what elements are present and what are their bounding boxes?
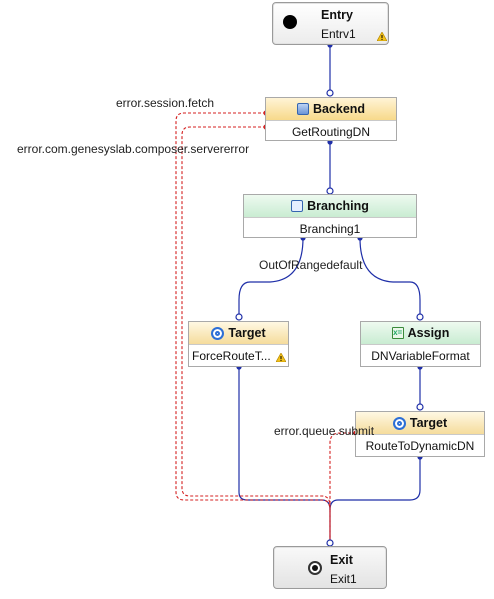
target-left-block[interactable]: Target ForceRouteT... (188, 321, 289, 367)
assign-header: x= Assign (361, 322, 480, 345)
target-right-name: RouteToDynamicDN (365, 438, 475, 453)
entry-icon (283, 15, 297, 29)
backend-icon (296, 103, 309, 115)
backend-title: Backend (312, 102, 366, 116)
branching-title: Branching (307, 199, 369, 213)
link-branching-assign (359, 237, 421, 316)
link-target-left-exit (238, 367, 331, 541)
backend-name: GetRoutingDN (291, 124, 371, 139)
target-icon (392, 416, 406, 430)
backend-block[interactable]: Backend GetRoutingDN (265, 97, 397, 141)
exit-icon (308, 561, 322, 575)
link-branching-target-left (238, 237, 304, 316)
port-in-target-right (416, 403, 424, 411)
label-error-session-fetch: error.session.fetch (116, 96, 215, 110)
target-right-header: Target (356, 412, 484, 435)
warning-icon (377, 32, 387, 41)
label-branch-outputs: OutOfRangedefault (259, 258, 363, 272)
branching-icon (291, 200, 304, 212)
error-link-session-fetch (175, 112, 331, 541)
target-right-block[interactable]: Target RouteToDynamicDN (355, 411, 485, 457)
branching-name: Branching1 (299, 221, 361, 236)
branching-header: Branching (244, 195, 416, 218)
error-link-servererror (181, 126, 331, 541)
port-in-target-left (235, 313, 243, 321)
target-right-title: Target (409, 416, 448, 430)
assign-block[interactable]: x= Assign DNVariableFormat (360, 321, 481, 367)
entry-title: Entry (321, 8, 353, 22)
backend-header: Backend (266, 98, 396, 121)
exit-name: Exit1 (330, 572, 357, 586)
branching-block[interactable]: Branching Branching1 (243, 194, 417, 238)
assign-icon: x= (391, 327, 404, 339)
port-in-assign (416, 313, 424, 321)
exit-title: Exit (330, 553, 353, 567)
assign-name: DNVariableFormat (371, 348, 470, 363)
target-icon (211, 326, 225, 340)
label-error-queue-submit: error.queue.submit (274, 424, 375, 438)
entry-block[interactable]: Entry Entrv1 (272, 2, 389, 45)
target-left-title: Target (228, 326, 266, 340)
port-in-backend (326, 89, 334, 97)
warning-icon (276, 353, 286, 362)
link-target-right-exit (329, 457, 421, 511)
target-left-header: Target (189, 322, 288, 345)
exit-block[interactable]: Exit Exit1 (273, 546, 387, 589)
error-link-queue-submit (329, 432, 356, 541)
label-error-servererror: error.com.genesyslab.composer.servererro… (17, 142, 250, 156)
assign-title: Assign (407, 326, 450, 340)
entry-name: Entrv1 (321, 27, 356, 41)
target-left-name: ForceRouteT... (192, 348, 271, 363)
